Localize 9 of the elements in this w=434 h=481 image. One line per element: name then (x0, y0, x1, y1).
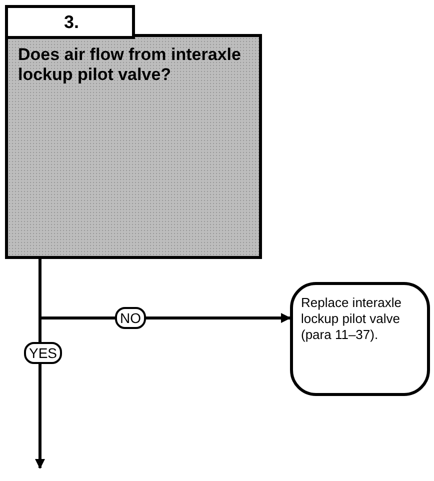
node-text: Replace interaxle lockup pilot valve (para 11–37). (301, 295, 402, 343)
decision-box (5, 34, 262, 259)
action-box (290, 282, 430, 396)
node-text: Does air flow from interaxle lockup pilot valve? (18, 45, 242, 85)
step-number-tab (5, 5, 135, 39)
node-text: 3. (64, 12, 80, 33)
flow-arrow (35, 259, 45, 469)
edge-label: NO (115, 307, 146, 329)
edge-label: YES (24, 342, 62, 364)
